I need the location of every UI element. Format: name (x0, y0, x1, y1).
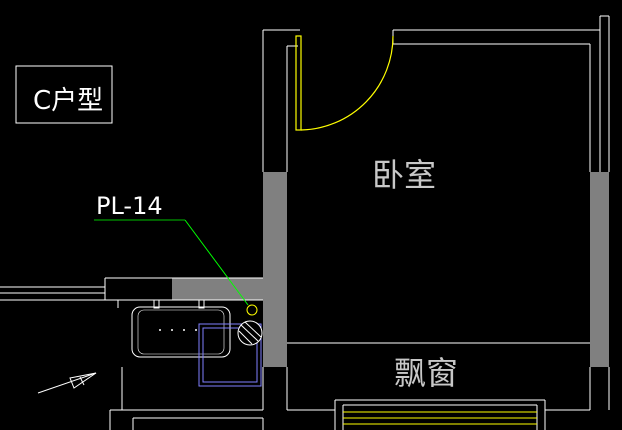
pipe-tag-label: PL-14 (96, 192, 163, 220)
pipe-riser-icon[interactable] (237, 304, 263, 346)
pipe-tag-leader (94, 219, 249, 306)
wall-lines (0, 15, 610, 430)
door-swing (295, 35, 394, 131)
room-label-bedroom: 卧室 (372, 156, 436, 194)
floor-drain-fixture (198, 323, 262, 387)
water-heater-fixture (131, 299, 231, 358)
direction-arrow-icon (37, 372, 97, 394)
wall-fills (172, 172, 609, 367)
unit-type-label-box (15, 65, 113, 124)
bay-window-sill (343, 411, 537, 425)
unit-type-label: C户型 (33, 86, 103, 116)
room-label-bay-window: 飘窗 (394, 354, 458, 392)
